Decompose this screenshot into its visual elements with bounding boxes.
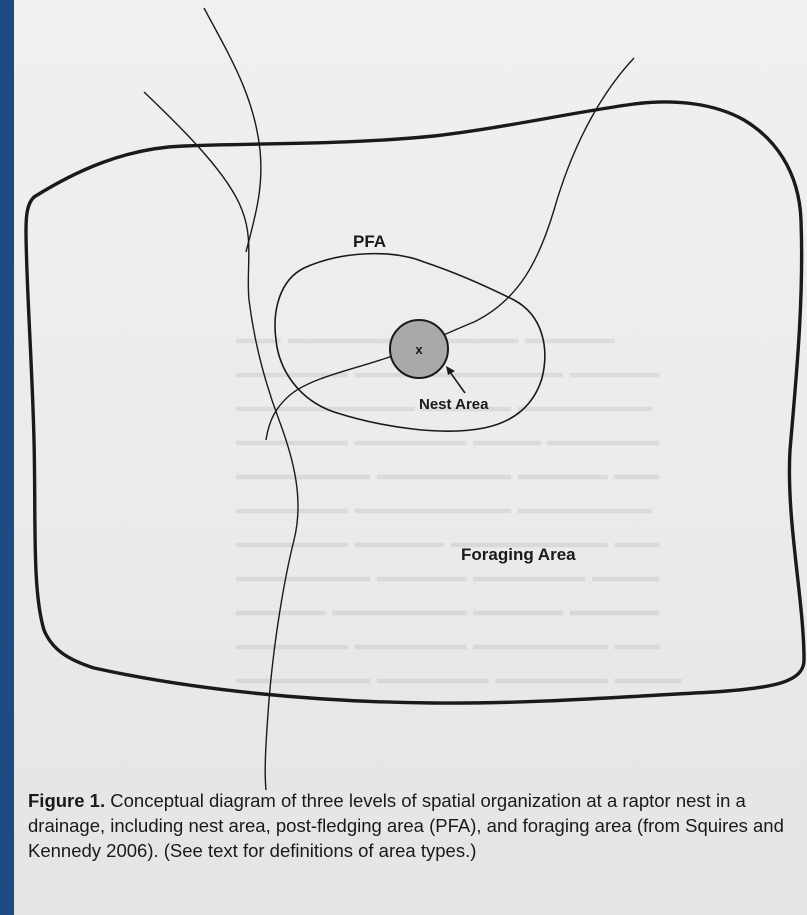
pfa-boundary bbox=[274, 252, 546, 432]
figure-number: Figure 1. bbox=[28, 790, 106, 811]
figure-caption: Figure 1. Conceptual diagram of three le… bbox=[28, 788, 788, 863]
book-page: ▔▔ ▔▔▔▔▔ ▔▔▔▔▔ ▔▔▔▔ ▔▔▔▔▔ ▔▔▔ ▔▔▔▔▔▔ ▔▔▔… bbox=[14, 0, 807, 915]
nest-area-circle bbox=[389, 319, 449, 379]
nest-area-arrow bbox=[446, 366, 466, 394]
foraging-area-boundary bbox=[24, 100, 806, 705]
nest-marker: x bbox=[415, 342, 423, 357]
foraging-area-label: Foraging Area bbox=[461, 545, 576, 564]
drainage-line-1 bbox=[203, 7, 262, 253]
drainage-line-2 bbox=[143, 91, 299, 791]
bleed-through-texture: ▔▔ ▔▔▔▔▔ ▔▔▔▔▔ ▔▔▔▔ ▔▔▔▔▔ ▔▔▔ ▔▔▔▔▔▔ ▔▔▔… bbox=[236, 341, 682, 713]
drainage-line-3 bbox=[265, 57, 635, 441]
spatial-diagram: x bbox=[24, 7, 806, 791]
pfa-label: PFA bbox=[353, 232, 387, 251]
nest-area-label: Nest Area bbox=[419, 396, 489, 413]
caption-text: Conceptual diagram of three levels of sp… bbox=[28, 790, 784, 861]
